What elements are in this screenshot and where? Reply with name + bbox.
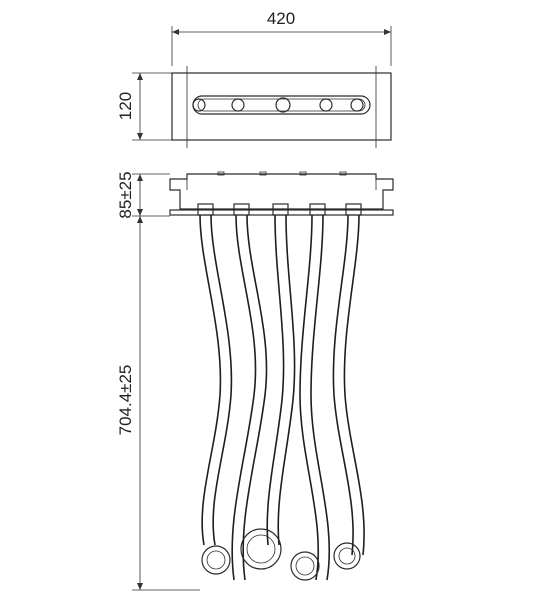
front-view: 85±25 704.4±25 [116,171,394,591]
collar-4 [309,203,326,216]
canopy-body [169,173,394,210]
tube-end-2 [240,528,282,570]
tube-slot-inner [197,98,366,112]
tube-head-1 [192,98,206,112]
tube-5 [332,214,365,556]
stud-4 [339,171,347,176]
tube-head-3 [275,97,291,113]
tube-3 [266,214,296,546]
stud-2 [259,171,267,176]
width-dimension-label: 420 [267,9,295,28]
tube-2 [231,214,268,581]
tube-end-4 [333,542,361,570]
tubes-dimension-label: 704.4±25 [116,365,135,436]
canopy-base-plate [169,209,394,216]
tube-head-5 [350,98,364,112]
collar-2 [233,203,250,216]
tube-head-2 [231,98,245,112]
top-view: 420 120 [116,9,392,148]
collar-5 [345,203,362,216]
mount-dimension-label: 85±25 [116,171,135,218]
stud-1 [217,171,225,176]
plate-outline [171,72,392,141]
collar-3 [272,203,289,216]
top-height-dimension-label: 120 [116,92,135,120]
collar-1 [197,203,214,216]
tube-end-3 [290,551,320,581]
tube-1 [199,214,233,546]
stud-3 [299,171,307,176]
tube-4 [299,214,331,581]
tube-head-4 [319,98,333,112]
tube-end-1 [201,545,231,575]
